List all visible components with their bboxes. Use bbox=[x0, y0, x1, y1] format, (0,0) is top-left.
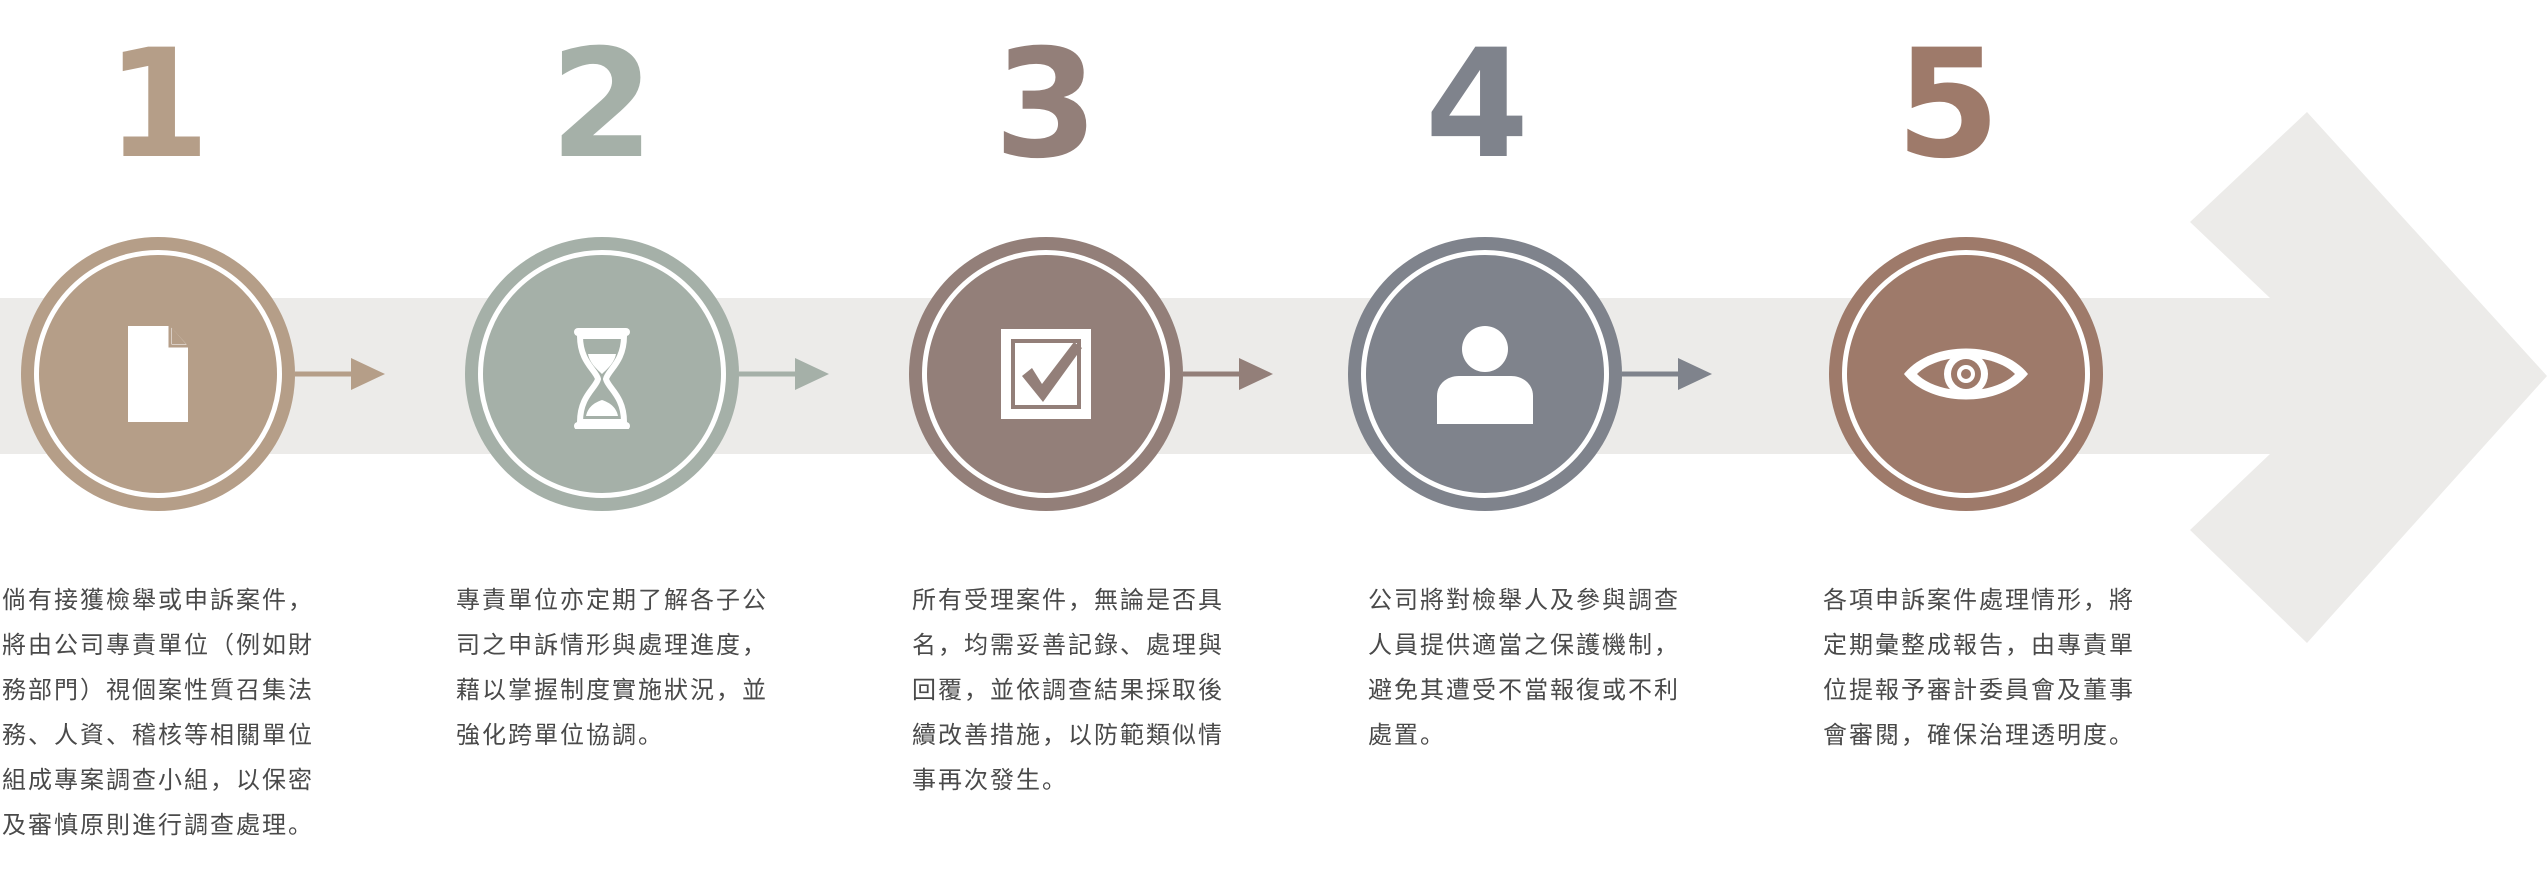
step-2-description: 專責單位亦定期了解各子公 司之申訴情形與處理進度， 藉以掌握制度實施狀況，並 強… bbox=[456, 586, 768, 749]
arrow-head-chevron bbox=[2190, 112, 2547, 643]
step-2-circle bbox=[465, 237, 739, 511]
step-1-connector-arrow bbox=[295, 358, 385, 390]
step-4-number: 4 bbox=[1424, 18, 1530, 192]
checkbox-icon bbox=[1001, 329, 1091, 419]
person-icon bbox=[1437, 326, 1533, 424]
eye-icon bbox=[1904, 348, 2028, 400]
step-1-description: 倘有接獲檢舉或申訴案件， 將由公司專責單位（例如財 務部門）視個案性質召集法 務… bbox=[2, 586, 314, 839]
step-5-number: 5 bbox=[1895, 18, 2001, 192]
document-icon bbox=[128, 326, 188, 422]
step-1-circle bbox=[21, 237, 295, 511]
step-5-circle bbox=[1829, 237, 2103, 511]
step-3-circle bbox=[909, 237, 1183, 511]
step-3-connector-arrow bbox=[1183, 358, 1273, 390]
step-2-connector-arrow bbox=[739, 358, 829, 390]
step-4-connector-arrow bbox=[1622, 358, 1712, 390]
step-4-description: 公司將對檢舉人及參與調查 人員提供適當之保護機制， 避免其遭受不當報復或不利 處… bbox=[1368, 586, 1680, 749]
step-5-description: 各項申訴案件處理情形，將 定期彙整成報告，由專責單 位提報予審計委員會及董事 會… bbox=[1823, 586, 2135, 749]
step-1-number: 1 bbox=[105, 18, 211, 192]
step-4-circle bbox=[1348, 237, 1622, 511]
step-2-number: 2 bbox=[549, 18, 655, 192]
hourglass-icon bbox=[574, 328, 630, 429]
step-3-number: 3 bbox=[993, 18, 1099, 192]
step-3-description: 所有受理案件，無論是否具 名，均需妥善記錄、處理與 回覆，並依調查結果採取後 續… bbox=[912, 586, 1224, 794]
